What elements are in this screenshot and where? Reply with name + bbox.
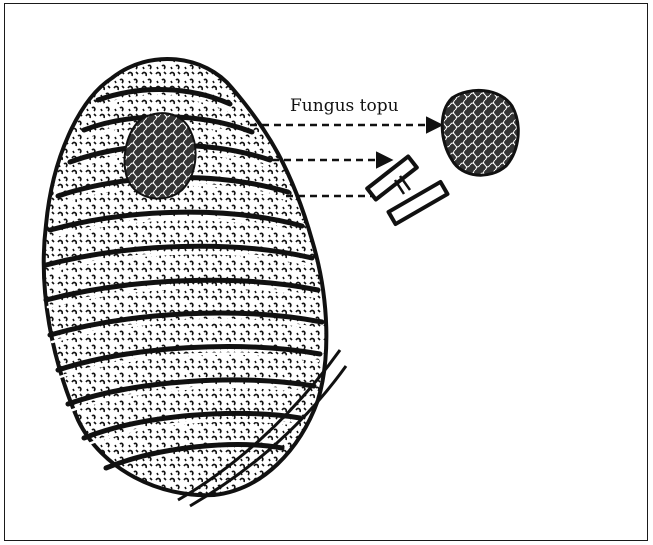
fungus-ball-label: Fungus topu [290,96,399,116]
hyphae-icon [367,156,447,224]
fungus-ball-icon [442,90,518,175]
